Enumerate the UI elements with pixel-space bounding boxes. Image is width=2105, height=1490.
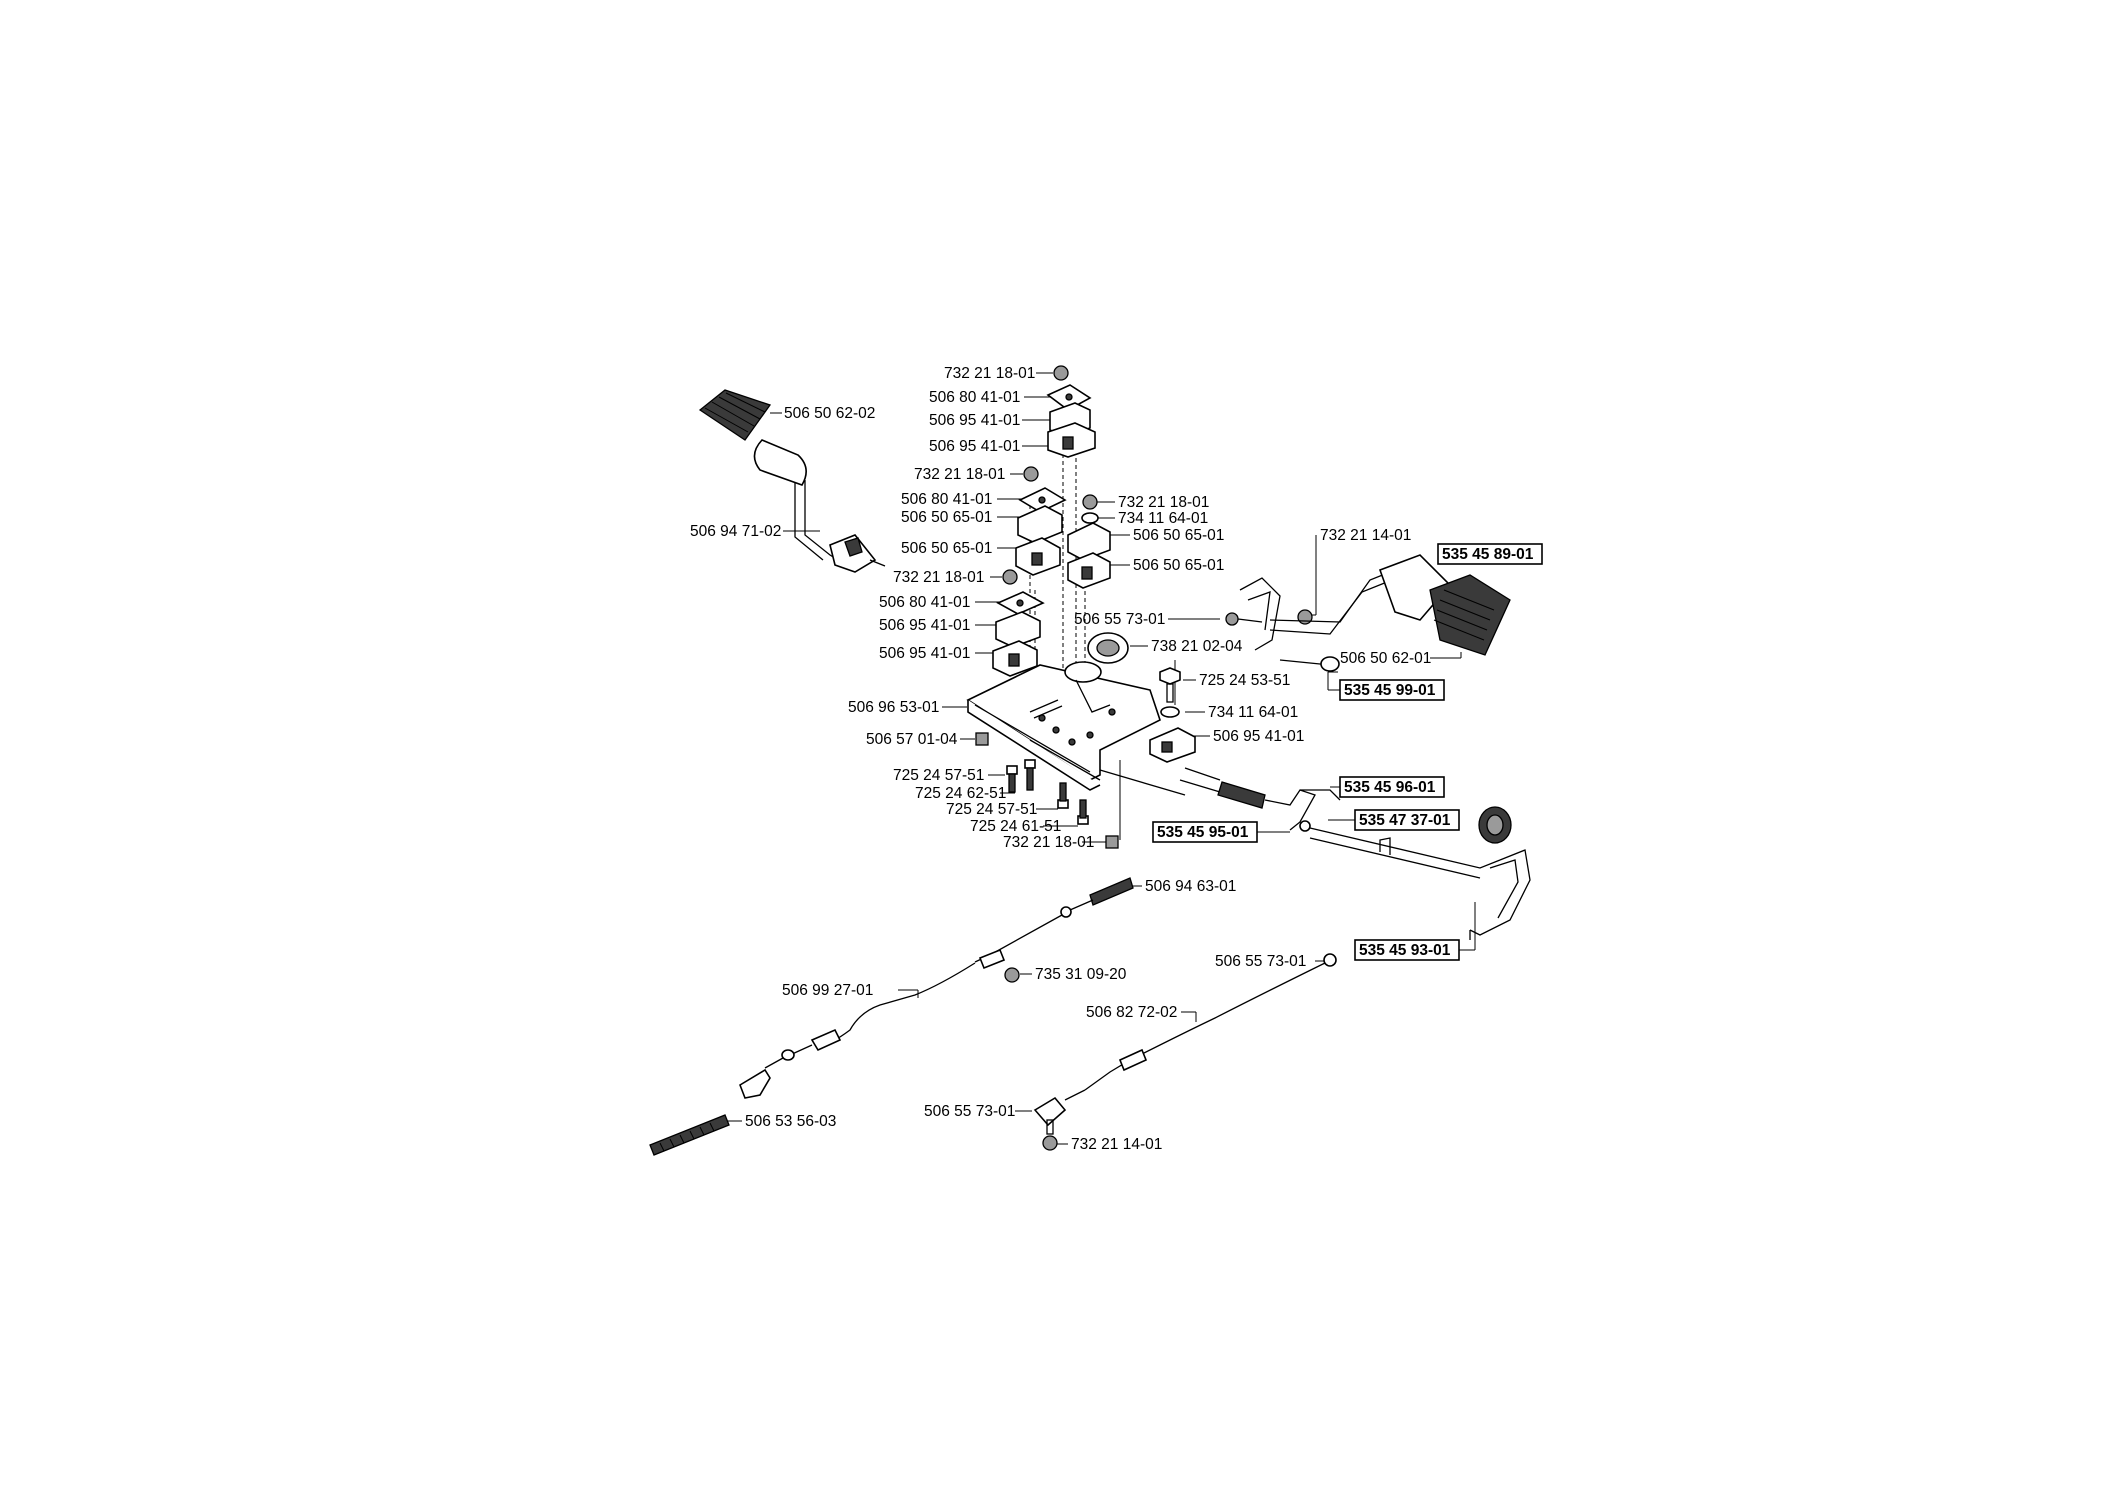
label-725-24-57-51-a: 725 24 57-51 [893,767,984,784]
part-labels: 732 21 18-01 506 80 41-01 506 95 41-01 5… [690,365,1534,1153]
label-506-95-41-01-a: 506 95 41-01 [929,412,1020,429]
label-732-21-18-01-b: 732 21 18-01 [914,466,1005,483]
label-506-50-62-01: 506 50 62-01 [1340,650,1431,667]
label-506-50-62-02: 506 50 62-02 [784,405,875,422]
label-535-45-89-01: 535 45 89-01 [1442,546,1534,563]
label-735-31-09-20: 735 31 09-20 [1035,966,1127,983]
label-506-55-73-01-c: 506 55 73-01 [924,1103,1015,1120]
label-506-94-71-02: 506 94 71-02 [690,523,781,540]
label-506-53-56-03: 506 53 56-03 [745,1113,836,1130]
label-732-21-18-01-d: 732 21 18-01 [1118,494,1209,511]
label-506-95-41-01-c: 506 95 41-01 [879,617,970,634]
label-732-21-14-01-a: 732 21 14-01 [1320,527,1411,544]
base-plate [966,661,1186,796]
right-pedal [1225,554,1511,672]
label-506-50-65-01-b: 506 50 65-01 [901,540,992,557]
label-506-55-73-01-a: 506 55 73-01 [1074,611,1165,628]
label-506-50-65-01-c: 506 50 65-01 [1133,527,1224,544]
label-725-24-61-51: 725 24 61-51 [970,818,1061,835]
label-506-95-41-01-e: 506 95 41-01 [1213,728,1304,745]
label-535-47-37-01: 535 47 37-01 [1359,812,1451,829]
label-506-50-65-01-a: 506 50 65-01 [901,509,992,526]
label-732-21-18-01-c: 732 21 18-01 [893,569,984,586]
label-506-57-01-04: 506 57 01-04 [866,731,958,748]
label-725-24-62-51: 725 24 62-51 [915,785,1006,802]
label-734-11-64-01-a: 734 11 64-01 [1118,510,1208,527]
label-535-45-96-01: 535 45 96-01 [1344,779,1436,796]
label-506-82-72-02: 506 82 72-02 [1086,1004,1177,1021]
bolts [975,732,1119,849]
label-732-21-14-01-b: 732 21 14-01 [1071,1136,1162,1153]
label-506-80-41-01-a: 506 80 41-01 [929,389,1020,406]
grommet [1087,632,1129,664]
label-732-21-18-01-e: 732 21 18-01 [1003,834,1094,851]
label-535-45-99-01: 535 45 99-01 [1344,682,1436,699]
label-535-45-93-01: 535 45 93-01 [1359,942,1451,959]
label-738-21-02-04: 738 21 02-04 [1151,638,1243,655]
highlight-boxes [1152,543,1543,961]
label-506-95-41-01-b: 506 95 41-01 [929,438,1020,455]
label-725-24-53-51: 725 24 53-51 [1199,672,1290,689]
label-506-95-41-01-d: 506 95 41-01 [879,645,970,662]
label-506-80-41-01-b: 506 80 41-01 [901,491,992,508]
label-506-50-65-01-d: 506 50 65-01 [1133,557,1224,574]
label-506-99-27-01: 506 99 27-01 [782,982,873,999]
label-734-11-64-01-b: 734 11 64-01 [1208,704,1298,721]
left-pedal [698,389,886,573]
label-506-96-53-01: 506 96 53-01 [848,699,939,716]
label-506-80-41-01-c: 506 80 41-01 [879,594,970,611]
label-732-21-18-01-a: 732 21 18-01 [944,365,1035,382]
right-bolt-group [1149,667,1196,763]
center-bracket-stack [992,365,1096,677]
label-535-45-95-01: 535 45 95-01 [1157,824,1249,841]
label-506-55-73-01-b: 506 55 73-01 [1215,953,1306,970]
cables [649,877,1337,1156]
spring-lever-assembly [1179,767,1531,940]
label-725-24-57-51-b: 725 24 57-51 [946,801,1037,818]
right-bracket-stack [1067,494,1111,589]
label-506-94-63-01: 506 94 63-01 [1145,878,1236,895]
